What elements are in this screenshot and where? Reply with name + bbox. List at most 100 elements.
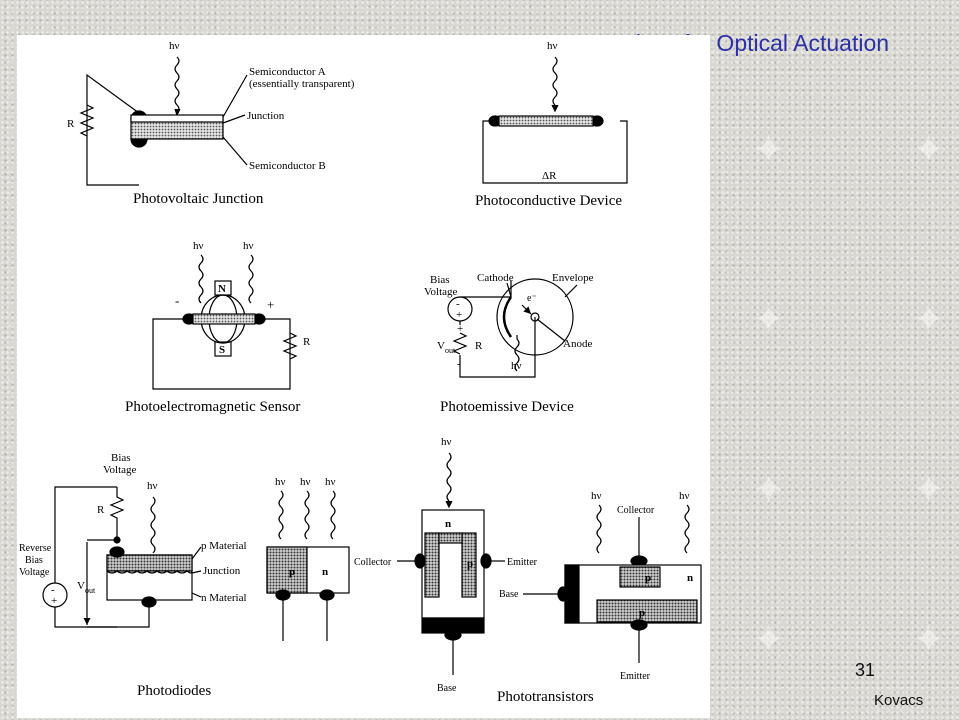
photoelectromagnetic-sensor: hν hν N S R - + Photoelectromagnetic Sen…: [125, 240, 311, 415]
leader-line: [222, 74, 248, 118]
plus-label: +: [457, 323, 463, 335]
delta-r-label: ΔR: [542, 170, 557, 182]
n-label: n: [322, 566, 328, 578]
contact-bottom: [141, 596, 157, 608]
leader-line: [191, 592, 202, 598]
contact-left: [275, 589, 291, 601]
minus-label: -: [51, 584, 55, 596]
background-star-icon: ✦: [752, 468, 786, 512]
semiconductor-a-layer: [130, 114, 224, 123]
plus-label: +: [267, 297, 274, 312]
background-star-icon: ✦: [752, 298, 786, 342]
photon-wave-icon: [304, 490, 310, 540]
vout-subscript: out: [85, 586, 96, 595]
emitter-contact: [480, 553, 492, 569]
background-star-icon: ✦: [912, 468, 946, 512]
collector-contact: [414, 553, 426, 569]
leader-line: [564, 284, 578, 298]
phototransistors-caption: Phototransistors: [497, 689, 594, 705]
resistor-label: R: [475, 340, 483, 352]
leader-line: [506, 282, 512, 298]
semiconductor-b-label: Semiconductor B: [249, 160, 326, 172]
photon-label: hν: [275, 476, 286, 488]
vout-label: V: [437, 340, 445, 352]
minus-label: -: [456, 298, 460, 310]
junction-label: Junction: [203, 565, 241, 577]
plus-label: +: [51, 595, 57, 607]
n-label: n: [687, 572, 693, 584]
junction-label: Junction: [247, 110, 285, 122]
collector-label: Collector: [617, 505, 655, 516]
photon-label: hν: [591, 490, 602, 502]
photoconductive-device: hν ΔR Photoconductive Device: [475, 40, 628, 209]
leader-line: [222, 136, 248, 166]
photon-wave-icon: [514, 335, 520, 372]
author-label: Kovacs: [874, 692, 924, 709]
resistor-label: R: [67, 118, 75, 130]
emitter-label: Emitter: [620, 671, 651, 682]
photon-label: hν: [193, 240, 204, 252]
semiconductor-a-note: (essentially transparent): [249, 78, 355, 90]
p-material-layer: [106, 554, 193, 572]
circuit-wire: [482, 120, 628, 184]
photon-label: hν: [243, 240, 254, 252]
n-material-label: n Material: [201, 592, 247, 604]
photon-wave-icon: [330, 490, 336, 540]
photon-wave-icon: [198, 254, 204, 304]
p-region: [266, 546, 308, 594]
background-star-icon: ✦: [752, 128, 786, 172]
electron-arrow-icon: [521, 304, 532, 315]
photon-label: hν: [325, 476, 336, 488]
circuit-wire: [152, 318, 291, 390]
arrow-icon: [551, 104, 559, 113]
background-star-icon: ✦: [912, 298, 946, 342]
leader-line: [222, 114, 246, 124]
north-label: N: [218, 283, 226, 295]
photon-wave-icon: [446, 452, 452, 502]
base-label: Base: [499, 589, 519, 600]
photovoltaic-junction: hν R Semiconductor A (essentially transp…: [67, 40, 355, 207]
vout-subscript: out: [445, 346, 456, 355]
collector-label: Collector: [354, 557, 392, 568]
photon-wave-icon: [278, 490, 284, 540]
minus-label: -: [175, 293, 179, 308]
resistor-label: R: [303, 336, 311, 348]
voltage-label: Voltage: [424, 286, 458, 298]
bias-label: Bias: [430, 274, 450, 286]
photon-label: hν: [300, 476, 311, 488]
leader-line: [191, 570, 202, 574]
emitter-contact: [630, 619, 648, 631]
p-region: [424, 532, 440, 598]
background-star-icon: ✦: [912, 618, 946, 662]
resistor-icon: [282, 332, 298, 360]
battery-icon: [447, 296, 473, 322]
optical-devices-figure: hν R Semiconductor A (essentially transp…: [17, 35, 710, 718]
south-label: S: [219, 344, 225, 356]
voltage-label: Voltage: [103, 464, 137, 476]
contact-right: [319, 589, 335, 601]
bias-label: Bias: [111, 452, 131, 464]
photoemissive-caption: Photoemissive Device: [440, 399, 574, 415]
photoconductor-bar: [498, 115, 594, 127]
photon-label: hν: [441, 436, 452, 448]
photon-wave-icon: [248, 254, 254, 304]
p-region: [619, 566, 661, 588]
vout-label: V: [77, 580, 85, 592]
minus-label: -: [457, 358, 461, 370]
reverse-label: Reverse: [19, 543, 52, 554]
photoemissive-device: Bias Voltage Cathode Envelope e⁻ Anode -…: [424, 272, 594, 415]
p-label: p: [639, 607, 645, 619]
photoconductive-caption: Photoconductive Device: [475, 193, 622, 209]
photon-label: hν: [169, 40, 180, 52]
leader-line: [536, 318, 566, 342]
emitter-label: Emitter: [507, 557, 538, 568]
reverse-bias-label: Bias: [25, 555, 43, 566]
photon-label: hν: [511, 360, 522, 372]
base-label: Base: [437, 683, 457, 694]
magnet-south: [214, 341, 232, 357]
photon-wave-icon: [596, 504, 602, 554]
photoelectromagnetic-caption: Photoelectromagnetic Sensor: [125, 399, 300, 415]
p-region: [461, 532, 477, 598]
p-material-label: p Material: [201, 540, 247, 552]
semiconductor-a-label: Semiconductor A: [249, 66, 326, 78]
